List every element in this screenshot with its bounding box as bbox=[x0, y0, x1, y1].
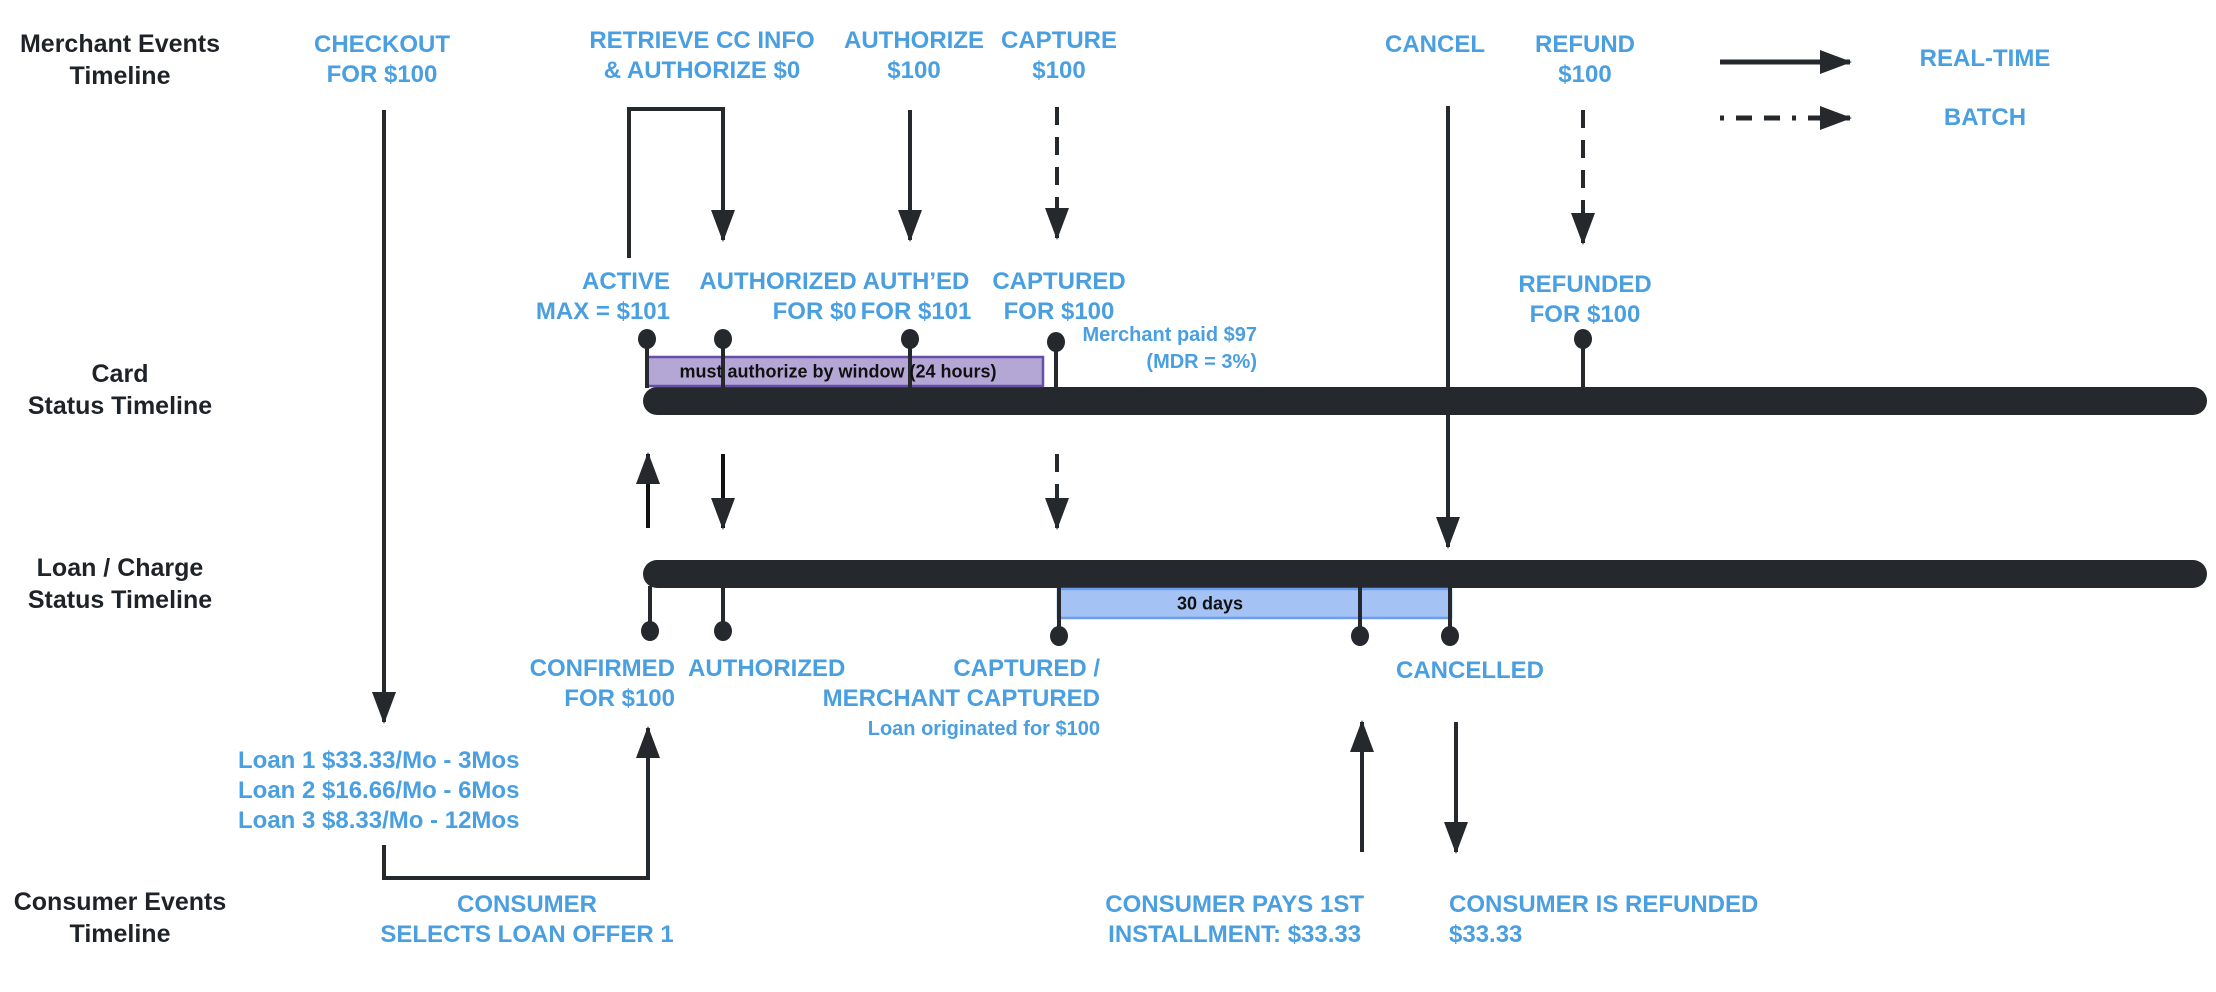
note-line: Merchant paid $97 bbox=[1082, 324, 1257, 346]
checkout-event: CHECKOUT FOR $100 bbox=[314, 30, 450, 90]
merchant-paid-note: Merchant paid $97 (MDR = 3%) bbox=[1082, 322, 1257, 376]
card-status-authed: AUTH’ED FOR $101 bbox=[861, 267, 972, 327]
status-line: CAPTURED bbox=[992, 268, 1126, 295]
loan-offer-item: Loan 2 $16.66/Mo - 6Mos bbox=[238, 777, 520, 804]
loan-pin-cancelled bbox=[1441, 586, 1459, 646]
loan-status-captured: CAPTURED / MERCHANT CAPTURED bbox=[823, 654, 1100, 714]
retrieve-cc-event: RETRIEVE CC INFO & AUTHORIZE $0 bbox=[589, 26, 814, 86]
row-title-line: Loan / Charge bbox=[36, 554, 204, 582]
row-title-line: Merchant Events bbox=[19, 30, 221, 58]
event-line: AUTHORIZE bbox=[844, 27, 984, 54]
status-line: FOR $100 bbox=[1003, 298, 1115, 325]
retrieve-cc-bracket-arrow bbox=[627, 107, 735, 258]
thirty-days-box bbox=[1056, 587, 1453, 620]
loan-status-authorized: AUTHORIZED bbox=[688, 654, 845, 684]
event-line: CHECKOUT bbox=[314, 31, 450, 58]
event-line: & AUTHORIZE $0 bbox=[603, 57, 801, 84]
card-pin-active bbox=[638, 329, 656, 388]
row-title-line: Timeline bbox=[69, 920, 171, 948]
legend-batch-label: BATCH bbox=[1943, 104, 2027, 131]
loan-status-timeline-bar bbox=[643, 560, 2207, 588]
loan-pin-installment bbox=[1351, 586, 1369, 646]
row-title-line: Card bbox=[91, 360, 149, 388]
card-status-row-title: Card Status Timeline bbox=[28, 358, 212, 422]
thirty-days-label: 30 days bbox=[1176, 593, 1244, 614]
row-title-line: Status Timeline bbox=[27, 392, 213, 420]
loan-pin-captured bbox=[1050, 586, 1068, 646]
card-status-authorized: AUTHORIZED FOR $0 bbox=[699, 267, 856, 327]
event-line: CONSUMER IS REFUNDED bbox=[1449, 891, 1759, 918]
select-loan-offer-arrow bbox=[382, 726, 660, 880]
card-status-refunded: REFUNDED FOR $100 bbox=[1518, 270, 1651, 330]
consumer-refunded-event: CONSUMER IS REFUNDED $33.33 bbox=[1449, 890, 1758, 950]
status-line: FOR $100 bbox=[564, 685, 675, 712]
refund-event: REFUND $100 bbox=[1535, 30, 1635, 90]
loan-offers-list: Loan 1 $33.33/Mo - 3Mos Loan 2 $16.66/Mo… bbox=[238, 746, 519, 836]
card-status-timeline-bar bbox=[643, 387, 2207, 415]
card-status-captured: CAPTURED FOR $100 bbox=[992, 267, 1125, 327]
event-line: CAPTURE bbox=[1000, 27, 1118, 54]
card-status-active: ACTIVE MAX = $101 bbox=[536, 267, 670, 327]
loan-status-cancelled: CANCELLED bbox=[1396, 656, 1544, 686]
event-line: $100 bbox=[887, 57, 941, 84]
merchant-events-row-title: Merchant Events Timeline bbox=[20, 28, 220, 92]
consumer-pays-installment-event: CONSUMER PAYS 1ST INSTALLMENT: $33.33 bbox=[1105, 890, 1364, 950]
authorize-event: AUTHORIZE $100 bbox=[844, 26, 984, 86]
event-line: SELECTS LOAN OFFER 1 bbox=[380, 921, 674, 948]
authorize-window-label: must authorize by window (24 hours) bbox=[679, 361, 997, 382]
status-line: REFUNDED bbox=[1518, 271, 1652, 298]
event-line: CONSUMER PAYS 1ST bbox=[1105, 891, 1364, 918]
status-line: AUTHORIZED bbox=[699, 268, 857, 295]
status-line: MAX = $101 bbox=[535, 298, 670, 325]
event-line: INSTALLMENT: $33.33 bbox=[1108, 921, 1362, 948]
loan-originated-note: Loan originated for $100 bbox=[867, 718, 1100, 740]
legend-real-time-label: REAL-TIME bbox=[1919, 45, 2051, 72]
status-line: AUTHORIZED bbox=[688, 655, 846, 682]
status-line: CANCELLED bbox=[1396, 657, 1544, 684]
loan-pin-confirmed bbox=[641, 586, 659, 641]
status-line: AUTH’ED bbox=[862, 268, 970, 295]
loan-status-confirmed: CONFIRMED FOR $100 bbox=[530, 654, 675, 714]
card-pin-authorized bbox=[714, 329, 732, 388]
consumer-selects-loan-event: CONSUMER SELECTS LOAN OFFER 1 bbox=[380, 890, 673, 950]
loan-offer-item: Loan 1 $33.33/Mo - 3Mos bbox=[238, 747, 520, 774]
consumer-events-row-title: Consumer Events Timeline bbox=[14, 886, 227, 950]
status-line: CAPTURED / bbox=[953, 655, 1100, 682]
capture-event: CAPTURE $100 bbox=[1001, 26, 1117, 86]
row-title-line: Status Timeline bbox=[27, 586, 213, 614]
status-line: ACTIVE bbox=[581, 268, 670, 295]
event-line: $100 bbox=[1558, 61, 1612, 88]
status-line: CONFIRMED bbox=[529, 655, 675, 682]
card-pin-captured bbox=[1047, 332, 1065, 388]
loan-offer-item: Loan 3 $8.33/Mo - 12Mos bbox=[238, 807, 520, 834]
loan-pin-authorized bbox=[714, 586, 732, 641]
event-line: REFUND bbox=[1535, 31, 1635, 58]
status-line: FOR $0 bbox=[772, 298, 857, 325]
event-line: $33.33 bbox=[1449, 921, 1523, 948]
event-line: RETRIEVE CC INFO bbox=[589, 27, 815, 54]
row-title-line: Consumer Events bbox=[13, 888, 227, 916]
event-line: FOR $100 bbox=[326, 61, 438, 88]
note-line: (MDR = 3%) bbox=[1146, 351, 1257, 373]
event-line: CANCEL bbox=[1385, 31, 1485, 58]
cancel-event: CANCEL bbox=[1385, 30, 1485, 60]
loan-status-row-title: Loan / Charge Status Timeline bbox=[28, 552, 212, 616]
card-pin-refunded bbox=[1574, 329, 1592, 388]
event-line: CONSUMER bbox=[456, 891, 598, 918]
card-pin-authed bbox=[901, 329, 919, 388]
row-title-line: Timeline bbox=[69, 62, 171, 90]
status-line: MERCHANT CAPTURED bbox=[822, 685, 1100, 712]
event-line: $100 bbox=[1032, 57, 1086, 84]
status-line: FOR $100 bbox=[1529, 301, 1641, 328]
status-line: FOR $101 bbox=[860, 298, 972, 325]
